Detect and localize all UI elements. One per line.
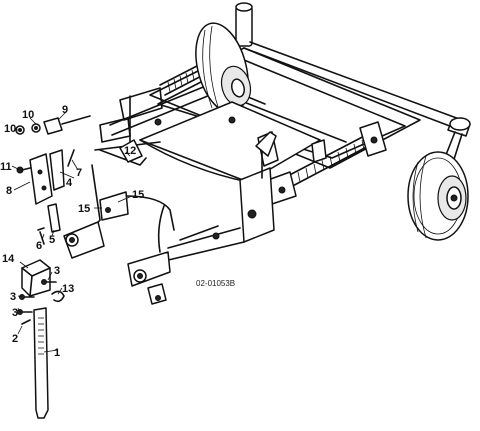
callout-labels: 9 10 10 11 8 7 4 6 5 14 3 13 3 3 2 1 12 … <box>0 104 235 359</box>
callout-14: 14 <box>2 253 15 265</box>
callout-15b: 15 <box>132 189 144 201</box>
callout-6: 6 <box>36 240 42 252</box>
callout-3b: 3 <box>10 291 16 303</box>
caster-wheel <box>407 117 471 241</box>
callout-11: 11 <box>0 161 12 173</box>
lift-arm <box>63 149 175 259</box>
exploded-parts <box>15 115 91 419</box>
rear-wheel <box>195 22 252 114</box>
part-number: 02-01053B <box>196 279 235 288</box>
callout-7: 7 <box>76 167 82 179</box>
lower-linkage <box>127 167 275 305</box>
handle-lever <box>94 131 277 179</box>
callout-9: 9 <box>62 104 68 116</box>
callout-4: 4 <box>66 177 73 189</box>
callout-13: 13 <box>62 283 74 295</box>
callout-3c: 3 <box>12 307 18 319</box>
callout-15a: 15 <box>78 203 90 215</box>
callout-12: 12 <box>124 145 136 157</box>
callout-10b: 10 <box>4 123 16 135</box>
leader-lines <box>11 111 133 353</box>
callout-3a: 3 <box>54 265 60 277</box>
callout-2: 2 <box>12 333 18 345</box>
callout-1: 1 <box>54 347 60 359</box>
callout-10a: 10 <box>22 109 34 121</box>
callout-8: 8 <box>6 185 12 197</box>
callout-5: 5 <box>49 234 55 246</box>
deck-plate <box>139 101 321 183</box>
